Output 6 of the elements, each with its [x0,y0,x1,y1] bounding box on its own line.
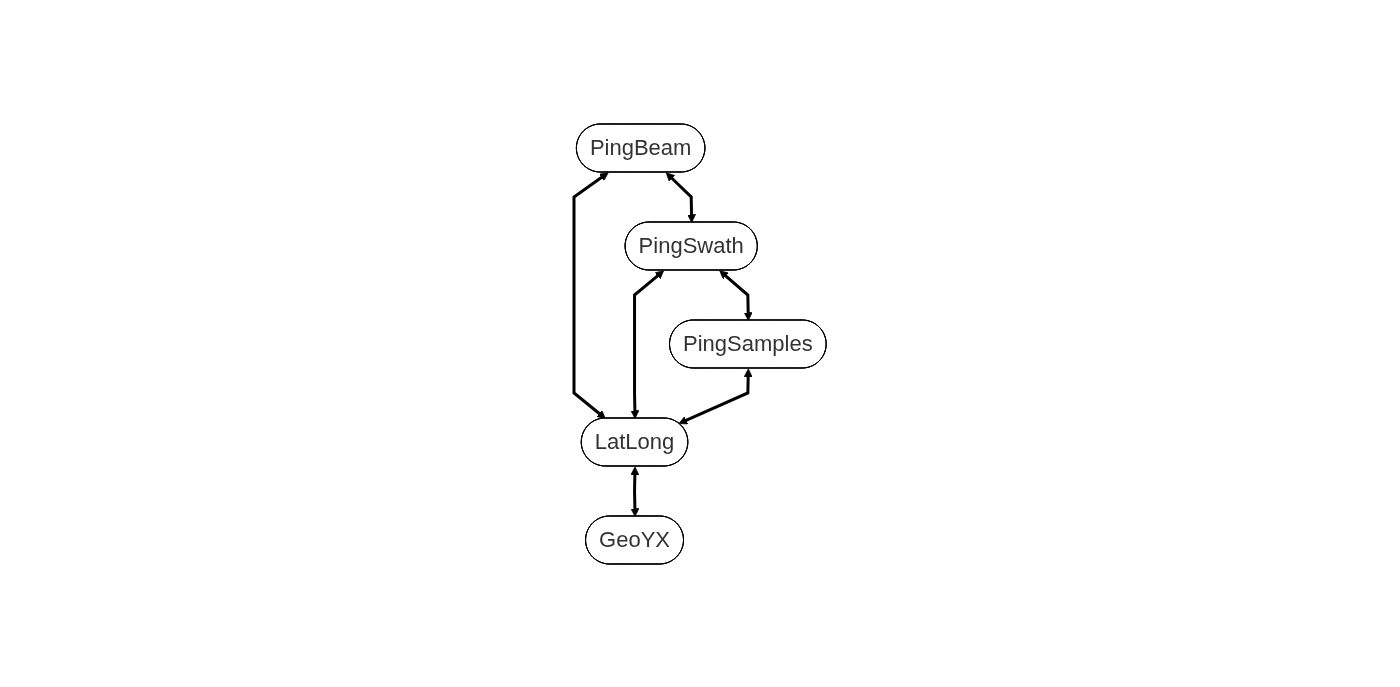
arrow [630,269,664,419]
arrow [678,368,753,424]
arrow [572,171,609,419]
arrow [665,171,696,223]
arrow [630,466,640,517]
arrow [719,269,753,321]
